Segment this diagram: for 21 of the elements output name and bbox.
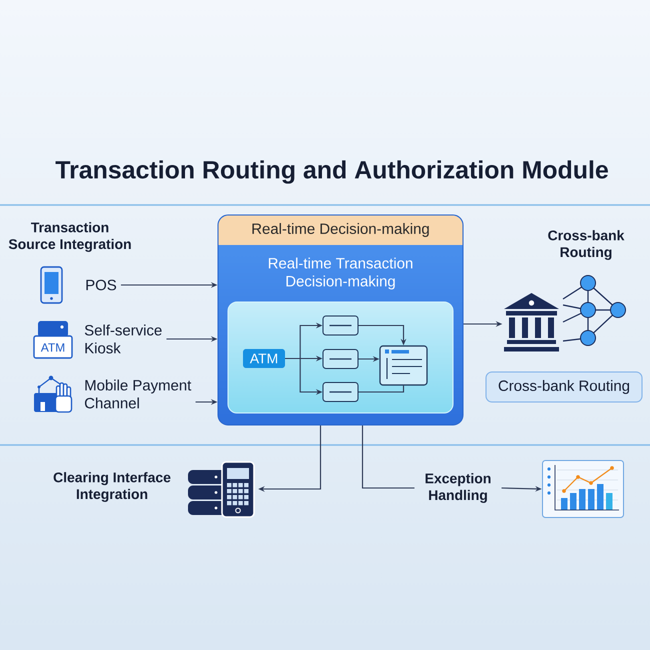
connector-line	[358, 386, 404, 393]
section-heading: Cross-bank Routing	[548, 230, 624, 260]
chart-icon	[542, 460, 624, 518]
step-label: Exception Handling	[426, 473, 490, 503]
routing-box: Cross-bank Routing	[486, 372, 642, 402]
atm-box: ATM	[243, 349, 285, 368]
title: Transaction Routing and Authorization Module	[56, 160, 608, 184]
process-box	[322, 349, 358, 369]
form-box	[379, 345, 428, 386]
panel-title: Real-time Transaction Decision-making	[268, 258, 412, 290]
process-box	[322, 382, 358, 402]
group-heading: Transaction Source Integration	[8, 222, 131, 252]
channel-label: Self-service Kiosk	[84, 324, 162, 354]
process-box	[322, 316, 358, 336]
channel-label: Mobile Payment Channel	[84, 380, 192, 408]
bank-network-icon	[504, 275, 626, 352]
header-band: Real-time Decision-making	[218, 216, 462, 245]
connector-line	[362, 426, 414, 489]
section-heading: Clearing Interface Integration	[54, 472, 170, 502]
database-calculator-icon	[188, 461, 255, 518]
channel-label: POS	[86, 280, 116, 290]
